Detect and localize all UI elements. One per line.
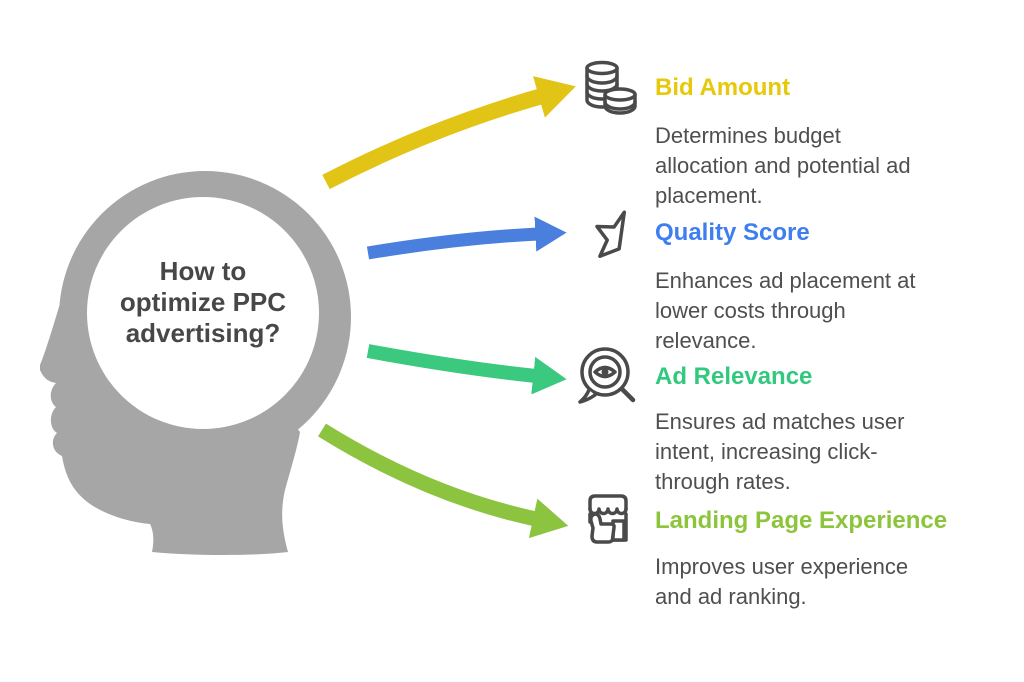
item-title-quality-score: Quality Score [655,219,810,246]
item-title-bid-amount: Bid Amount [655,74,791,101]
arrow-bid-amount [322,76,576,190]
arrow-quality-score [366,216,567,260]
item-desc-ad-relevance: Ensures ad matches user intent, increasi… [655,409,905,494]
arrow-ad-relevance [366,344,567,395]
central-question: How to optimize PPC advertising? [119,256,287,348]
item-desc-bid-amount: Determines budget allocation and potenti… [655,123,911,208]
half-star-icon [595,210,627,258]
storefront-thumbs-up-icon [588,494,628,544]
coins-icon [585,60,637,115]
thought-circle [87,197,319,429]
eye-search-bubble-icon [578,347,636,404]
item-title-ad-relevance: Ad Relevance [655,363,813,390]
item-desc-landing-page: Improves user experience and ad ranking. [655,554,909,609]
item-title-landing-page: Landing Page Experience [655,507,948,534]
item-desc-quality-score: Enhances ad placement at lower costs thr… [655,268,916,353]
arrow-landing-page [318,423,569,539]
head-silhouette [40,171,351,555]
